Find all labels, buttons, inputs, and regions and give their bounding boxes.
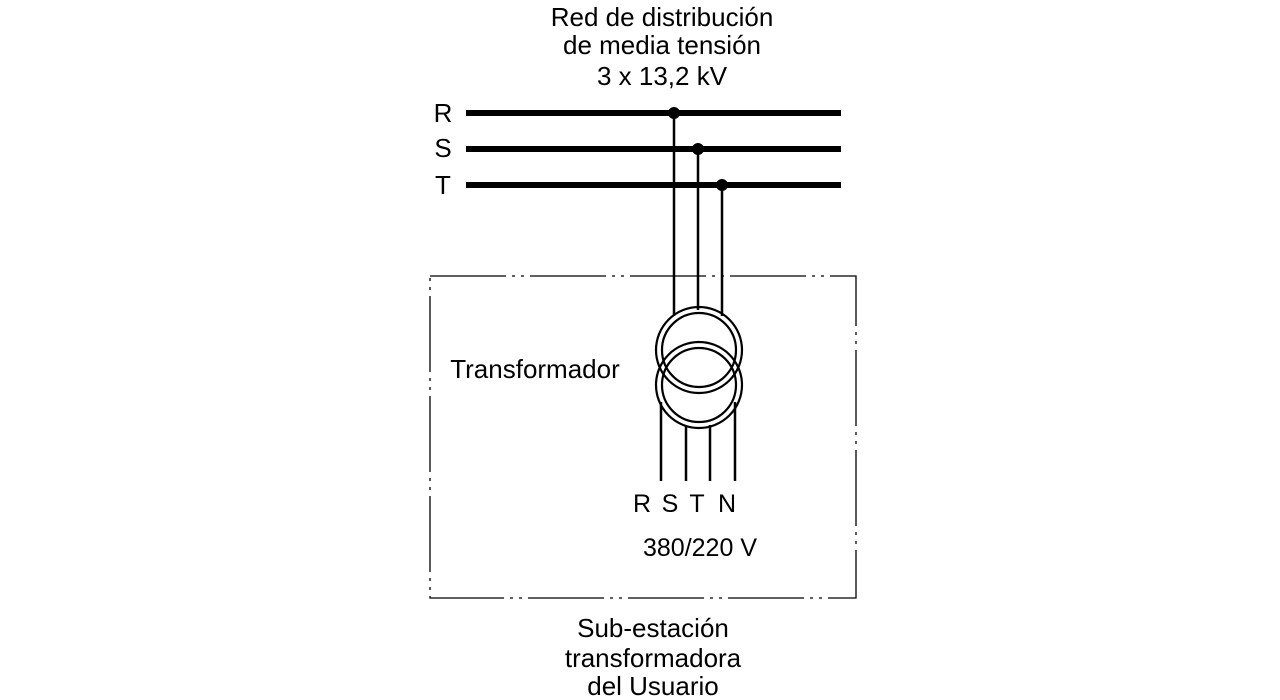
network-title-line1: Red de distribución — [551, 2, 774, 32]
substation-boundary — [429, 275, 857, 599]
secondary-winding-outer — [654, 340, 744, 430]
substation-caption-line3: del Usuario — [587, 671, 719, 700]
terminal-label-s: S — [662, 490, 679, 518]
phase-label-s: S — [434, 133, 451, 163]
busbars — [466, 110, 841, 188]
primary-winding-outer — [654, 305, 744, 395]
phase-label-t: T — [435, 170, 451, 200]
terminal-label-t: T — [689, 490, 704, 518]
network-voltage: 3 x 13,2 kV — [597, 61, 728, 91]
secondary-winding-inner — [660, 346, 738, 424]
substation-caption-line1: Sub-estación — [577, 613, 729, 643]
terminal-label-r: R — [633, 490, 651, 518]
output-voltage: 380/220 V — [643, 534, 757, 562]
phase-label-r: R — [434, 98, 453, 128]
terminal-label-n: N — [718, 490, 736, 518]
transformer-label: Transformador — [450, 354, 620, 384]
substation-caption-line2: transformadora — [565, 643, 742, 673]
transformer-symbol — [654, 305, 744, 430]
primary-leads — [672, 113, 724, 316]
secondary-leads — [659, 402, 737, 481]
primary-winding-inner — [660, 311, 738, 389]
network-title-line2: de media tensión — [563, 30, 761, 60]
